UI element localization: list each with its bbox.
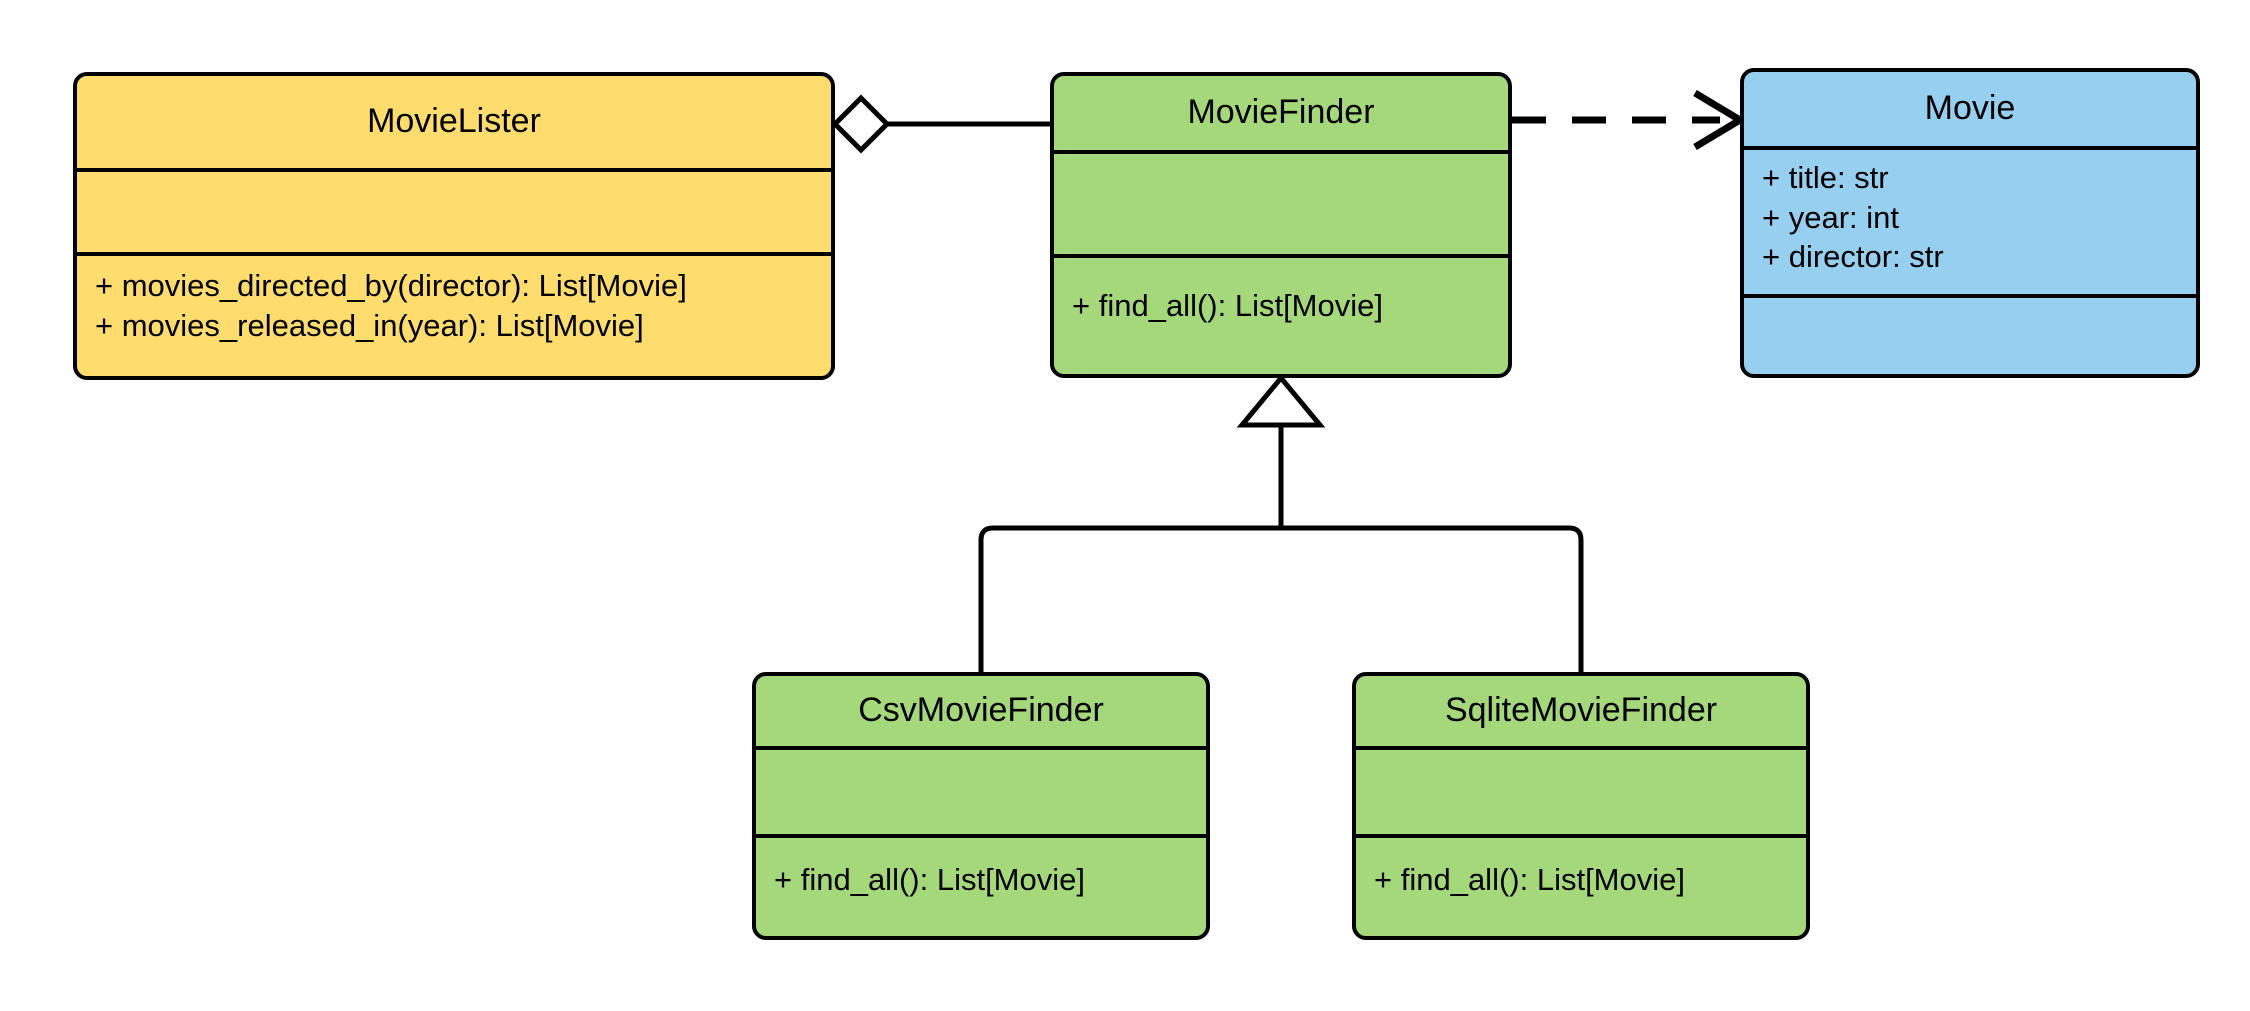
methods-empty (1744, 298, 2196, 374)
attributes-empty (77, 172, 831, 252)
attributes-empty (1356, 750, 1806, 834)
method-list: + find_all(): List[Movie] (756, 838, 1206, 906)
attribute-item: + director: str (1762, 239, 1944, 275)
method-item: + movies_directed_by(director): List[Mov… (95, 268, 687, 303)
attribute-item: + year: int (1762, 199, 1899, 235)
attribute-item: + title: str (1762, 160, 1889, 195)
generalization-edge-subclasses-finder (978, 374, 1584, 672)
class-name-compartment: SqliteMovieFinder (1356, 676, 1806, 746)
method-item: + find_all(): List[Movie] (1374, 862, 1685, 897)
generalization-fork (978, 525, 1584, 672)
attributes-compartment (1356, 746, 1806, 834)
class-name-compartment: MovieLister (77, 76, 831, 168)
hollow-triangle-icon (1236, 374, 1326, 428)
hollow-diamond-icon (831, 94, 891, 154)
class-box-csv-movie-finder[interactable]: CsvMovieFinder + find_all(): List[Movie] (752, 672, 1210, 940)
class-name-label: SqliteMovieFinder (1444, 691, 1718, 730)
class-box-movie[interactable]: Movie + title: str + year: int + directo… (1740, 68, 2200, 378)
class-box-movie-finder[interactable]: MovieFinder + find_all(): List[Movie] (1050, 72, 1512, 378)
methods-compartment: + find_all(): List[Movie] (1054, 254, 1508, 374)
method-list: + movies_directed_by(director): List[Mov… (77, 256, 831, 351)
attribute-list: + title: str + year: int + director: str (1744, 150, 2196, 283)
attributes-compartment: + title: str + year: int + director: str (1744, 146, 2196, 294)
methods-compartment: + find_all(): List[Movie] (1356, 834, 1806, 936)
open-arrow-icon (1693, 89, 1747, 151)
methods-compartment (1744, 294, 2196, 374)
class-name-label: Movie (1924, 89, 2016, 128)
class-name-label: MovieLister (367, 102, 541, 141)
aggregation-edge-lister-finder (831, 94, 1050, 154)
attributes-compartment (756, 746, 1206, 834)
class-name-compartment: MovieFinder (1054, 76, 1508, 150)
attributes-empty (756, 750, 1206, 834)
class-box-movie-lister[interactable]: MovieLister + movies_directed_by(directo… (73, 72, 835, 380)
dependency-edge-finder-movie (1512, 89, 1747, 151)
class-name-compartment: Movie (1744, 72, 2196, 146)
attributes-compartment (77, 168, 831, 252)
attributes-compartment (1054, 150, 1508, 254)
method-list: + find_all(): List[Movie] (1054, 258, 1508, 332)
methods-compartment: + find_all(): List[Movie] (756, 834, 1206, 936)
methods-compartment: + movies_directed_by(director): List[Mov… (77, 252, 831, 376)
class-box-sqlite-movie-finder[interactable]: SqliteMovieFinder + find_all(): List[Mov… (1352, 672, 1810, 940)
method-item: + movies_released_in(year): List[Movie] (95, 307, 644, 343)
class-name-label: CsvMovieFinder (858, 691, 1104, 730)
method-list: + find_all(): List[Movie] (1356, 838, 1806, 906)
class-name-compartment: CsvMovieFinder (756, 676, 1206, 746)
method-item: + find_all(): List[Movie] (1072, 288, 1383, 323)
method-item: + find_all(): List[Movie] (774, 862, 1085, 897)
attributes-empty (1054, 154, 1508, 254)
class-name-label: MovieFinder (1187, 93, 1375, 132)
